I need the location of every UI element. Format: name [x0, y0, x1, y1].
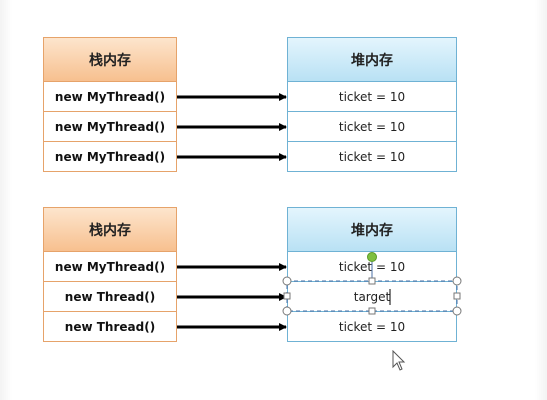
heap-row-2-3: ticket = 10: [287, 312, 457, 342]
stack-row-2-2: new Thread(): [43, 282, 177, 312]
resize-handle-top[interactable]: [368, 277, 376, 285]
stack-row-1-1: new MyThread(): [43, 82, 177, 112]
mouse-pointer-icon: [392, 350, 406, 371]
heap-row-1-1: ticket = 10: [287, 82, 457, 112]
resize-handle-left[interactable]: [283, 292, 291, 300]
heap-row-1-2: ticket = 10: [287, 112, 457, 142]
resize-handle-bottom[interactable]: [368, 307, 376, 315]
heap-memory-header-1: 堆内存: [287, 37, 457, 82]
heap-memory-header-2: 堆内存: [287, 207, 457, 252]
stack-row-1-3: new MyThread(): [43, 142, 177, 172]
resize-handle-top-right[interactable]: [452, 276, 462, 286]
stack-row-2-3: new Thread(): [43, 312, 177, 342]
stack-row-2-1: new MyThread(): [43, 252, 177, 282]
stack-row-1-2: new MyThread(): [43, 112, 177, 142]
selection-frame[interactable]: [286, 280, 458, 312]
resize-handle-bottom-right[interactable]: [452, 306, 462, 316]
resize-handle-right[interactable]: [453, 292, 461, 300]
resize-handle-bottom-left[interactable]: [282, 306, 292, 316]
stack-memory-header-1: 栈内存: [43, 37, 177, 82]
heap-row-1-3: ticket = 10: [287, 142, 457, 172]
rotate-handle[interactable]: [367, 252, 377, 262]
resize-handle-top-left[interactable]: [282, 276, 292, 286]
stack-memory-header-2: 栈内存: [43, 207, 177, 252]
